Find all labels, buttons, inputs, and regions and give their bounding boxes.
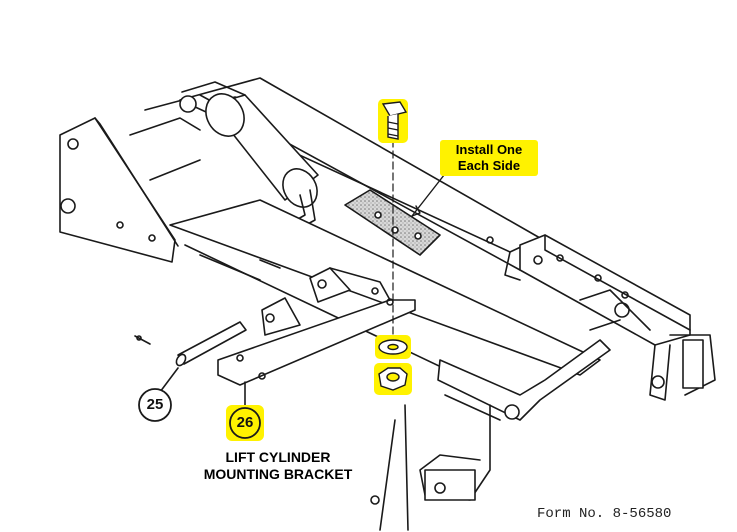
bracket-caption-line1: LIFT CYLINDER [225, 449, 331, 465]
right-frame-assembly [486, 234, 716, 401]
left-frame-plate [59, 117, 179, 263]
bracket-caption-line2: MOUNTING BRACKET [203, 466, 353, 482]
install-callout-line1: Install One [455, 142, 523, 157]
lower-lift-arms [370, 302, 630, 531]
part-number-25: 25 [146, 396, 164, 413]
part-25-circle [138, 388, 172, 422]
clevis-pin [134, 321, 247, 393]
install-callout: Install One Each Side [440, 140, 538, 176]
hex-nut-icon [374, 363, 412, 395]
mounting-bracket [217, 267, 416, 386]
washer-icon [375, 335, 411, 359]
part-number-26: 26 [236, 414, 254, 431]
bracket-caption: LIFT CYLINDER MOUNTING BRACKET [188, 449, 368, 483]
part-26-circle [226, 405, 264, 441]
install-callout-line2: Each Side [457, 158, 521, 173]
hex-bolt-icon [378, 99, 408, 143]
form-number: Form No. 8-56580 [537, 506, 672, 522]
